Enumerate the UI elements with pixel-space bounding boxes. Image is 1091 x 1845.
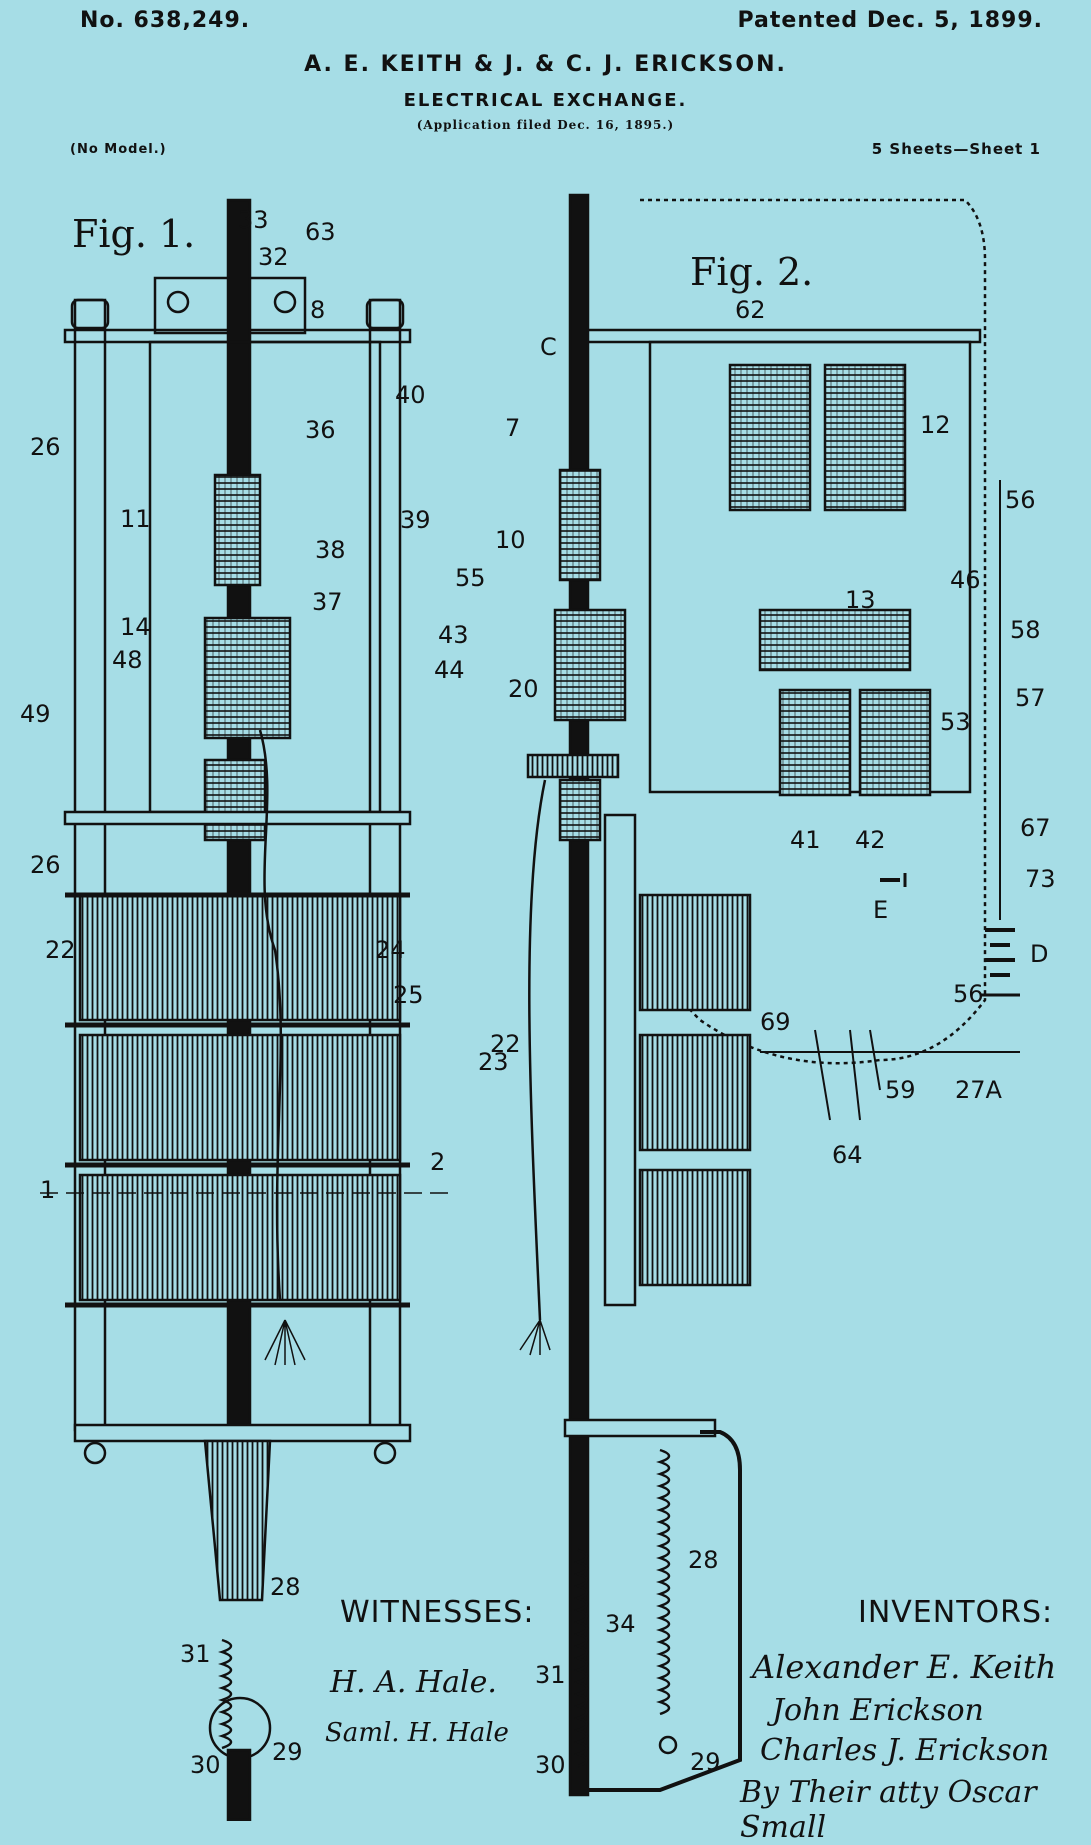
label-62: 62 [735,296,766,324]
inventor-signature-2: John Erickson [772,1693,984,1728]
patented-date: Patented Dec. 5, 1899. [737,8,1043,33]
label-E: E [873,896,888,924]
label-49: 49 [20,700,51,728]
label-36: 36 [305,416,336,444]
label-27A: 27A [955,1076,1003,1104]
fig1-label: Fig. 1. [72,212,196,256]
label-67: 67 [1020,814,1051,842]
label-7: 7 [505,414,520,442]
label-23: 23 [478,1048,509,1076]
label-28: 28 [270,1573,301,1601]
patent-title: ELECTRICAL EXCHANGE. [403,90,688,111]
label-64: 64 [832,1141,863,1169]
label-C: C [540,333,557,361]
label-20: 20 [508,675,539,703]
label-59: 59 [885,1076,916,1104]
label-39: 39 [400,506,431,534]
fig2-drawing [519,193,1020,1797]
label-56b: 56 [953,980,984,1008]
label-30b: 30 [535,1751,566,1779]
label-8: 8 [310,296,325,324]
inventor-signature-3: Charles J. Erickson [760,1733,1050,1768]
label-63: 63 [305,218,336,246]
label-25: 25 [393,981,424,1009]
attorney-signature: By Their atty Oscar Small [740,1775,1037,1845]
label-22b: 22 [490,1030,521,1058]
label-24: 24 [375,936,406,964]
label-2: 2 [430,1148,445,1176]
fig1-drawing [40,198,450,1821]
inventors-block-heading: INVENTORS: [858,1595,1054,1630]
label-58: 58 [1010,616,1041,644]
callout-labels: 63 33 32 8 40 36 39 11 38 37 14 48 49 26… [20,206,1056,1779]
label-14: 14 [120,613,151,641]
label-34: 34 [605,1610,636,1638]
patent-number: No. 638,249. [80,8,251,33]
sheet-count: 5 Sheets—Sheet 1 [871,140,1041,158]
label-56: 56 [1005,486,1036,514]
label-11: 11 [120,505,151,533]
label-26b: 26 [30,851,61,879]
label-55: 55 [455,564,486,592]
application-filed: (Application filed Dec. 16, 1895.) [416,118,675,132]
label-D: D [1030,940,1048,968]
label-44: 44 [434,656,465,684]
label-31: 31 [180,1640,211,1668]
label-46: 46 [950,566,981,594]
label-69: 69 [760,1008,791,1036]
label-38: 38 [315,536,346,564]
label-53: 53 [940,708,971,736]
label-41: 41 [790,826,821,854]
label-30: 30 [190,1751,221,1779]
label-29b: 29 [690,1748,721,1776]
label-22: 22 [45,936,76,964]
label-12: 12 [920,411,951,439]
inventor-signature-1: Alexander E. Keith [752,1648,1057,1686]
label-43: 43 [438,621,469,649]
label-33: 33 [238,206,269,234]
label-57: 57 [1015,684,1046,712]
label-13: 13 [845,586,876,614]
fig2-label: Fig. 2. [690,250,814,294]
label-10: 10 [495,526,526,554]
label-31b: 31 [535,1661,566,1689]
witnesses-heading: WITNESSES: [340,1595,535,1630]
label-48: 48 [112,646,143,674]
witness-signature-2: Saml. H. Hale [325,1718,509,1748]
label-40: 40 [395,381,426,409]
label-37: 37 [312,588,343,616]
label-42: 42 [855,826,886,854]
label-73: 73 [1025,865,1056,893]
witness-signature-1: H. A. Hale. [330,1665,497,1700]
no-model-note: (No Model.) [70,142,167,157]
label-29: 29 [272,1738,303,1766]
inventors-heading: A. E. KEITH & J. & C. J. ERICKSON. [304,52,787,77]
label-32: 32 [258,243,289,271]
label-28b: 28 [688,1546,719,1574]
label-26: 26 [30,433,61,461]
label-1: 1 [40,1176,55,1204]
